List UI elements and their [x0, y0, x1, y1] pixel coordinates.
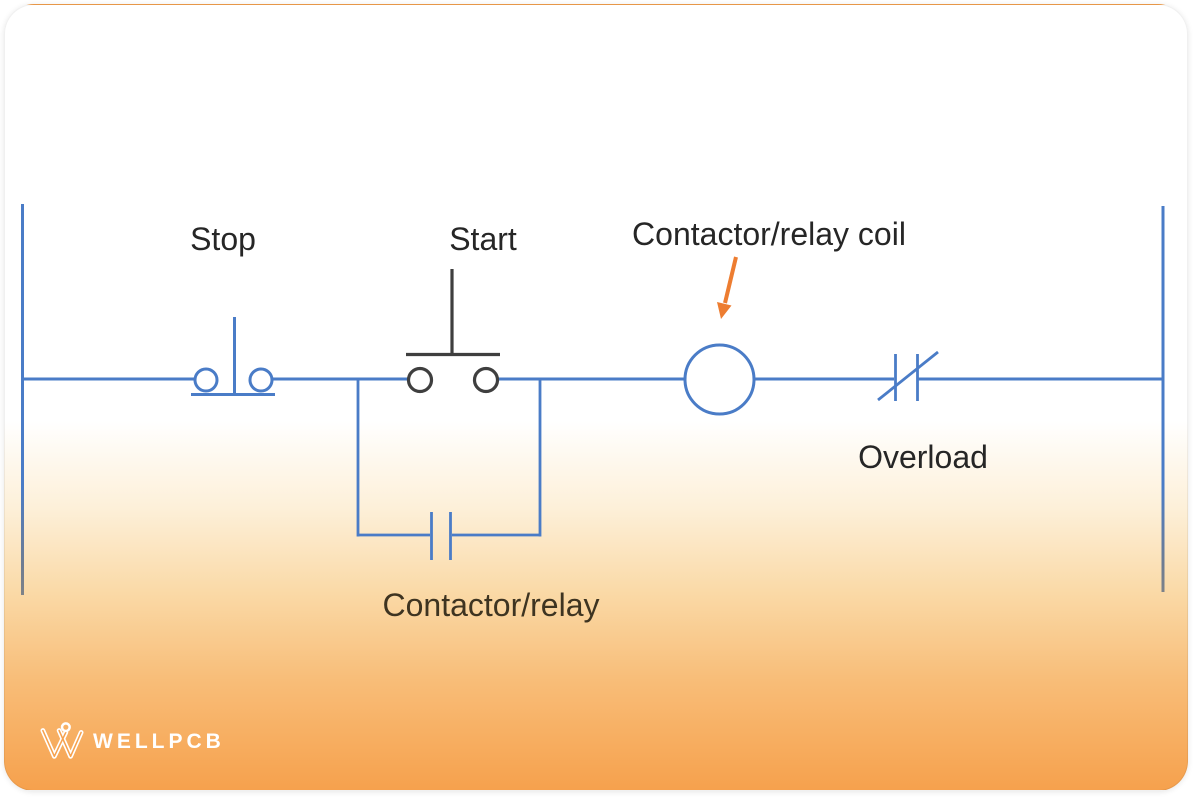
stop-left-terminal: [193, 367, 219, 393]
coil-arrow-head: [717, 302, 732, 319]
start-left-terminal: [406, 366, 434, 394]
start-right-terminal: [472, 366, 500, 394]
holding-contact-branch: [356, 379, 542, 560]
start-pushbutton-symbol: [406, 269, 500, 394]
stop-right-terminal: [248, 367, 274, 393]
wellpcb-logo-mark-icon: [40, 722, 84, 759]
contactor-coil-label: Contactor/relay coil: [632, 216, 906, 252]
stop-label: Stop: [190, 221, 256, 257]
coil-callout-arrow: [717, 256, 738, 319]
stop-pushbutton-symbol: [191, 317, 275, 396]
overload-contact-symbol: [877, 350, 939, 402]
contactor-coil-circle: [683, 343, 756, 416]
wellpcb-logo-text: WELLPCB: [93, 730, 225, 753]
overload-slash: [877, 350, 939, 402]
overload-label: Overload: [858, 439, 988, 475]
wellpcb-logo: WELLPCB: [40, 721, 225, 763]
start-label: Start: [449, 221, 517, 257]
coil-arrow-shaft: [723, 256, 738, 304]
diagram-card: [4, 4, 1188, 791]
holding-contact-label: Contactor/relay: [382, 587, 600, 623]
